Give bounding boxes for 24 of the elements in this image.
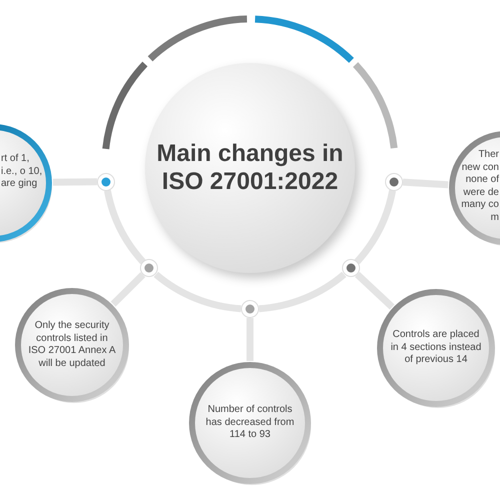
description-text: Number of controls has decreased from 114 to 93 bbox=[204, 404, 296, 442]
description-text: Controls are placed in 4 sections instead of previous 14 bbox=[390, 329, 482, 367]
info-circle bbox=[376, 288, 496, 408]
description-text: Ther new con none of were de many co m bbox=[460, 149, 499, 224]
connector-line bbox=[154, 272, 242, 312]
info-circle bbox=[14, 287, 130, 403]
heading-text: Main changes in ISO 27001:2022 bbox=[156, 140, 344, 196]
center-circle bbox=[144, 62, 356, 274]
junction-dot bbox=[97, 172, 116, 191]
connector-line bbox=[104, 190, 146, 264]
connector-line bbox=[52, 178, 98, 186]
junction-dot bbox=[342, 259, 360, 278]
info-circle bbox=[188, 361, 312, 485]
connector-line bbox=[110, 272, 146, 307]
connector-line bbox=[354, 272, 395, 310]
connector-line bbox=[258, 272, 346, 312]
connector-line bbox=[354, 190, 396, 264]
junction-dot bbox=[384, 172, 403, 191]
junction-dot bbox=[140, 259, 158, 278]
connector-line bbox=[246, 318, 254, 361]
junction-dot bbox=[241, 300, 259, 318]
connector-line bbox=[402, 178, 448, 188]
description-text: rt of 1, i.e., o 10, are ging bbox=[1, 153, 43, 190]
description-text: Only the security controls listed in ISO 27001 Annex A will be updated bbox=[27, 320, 117, 370]
